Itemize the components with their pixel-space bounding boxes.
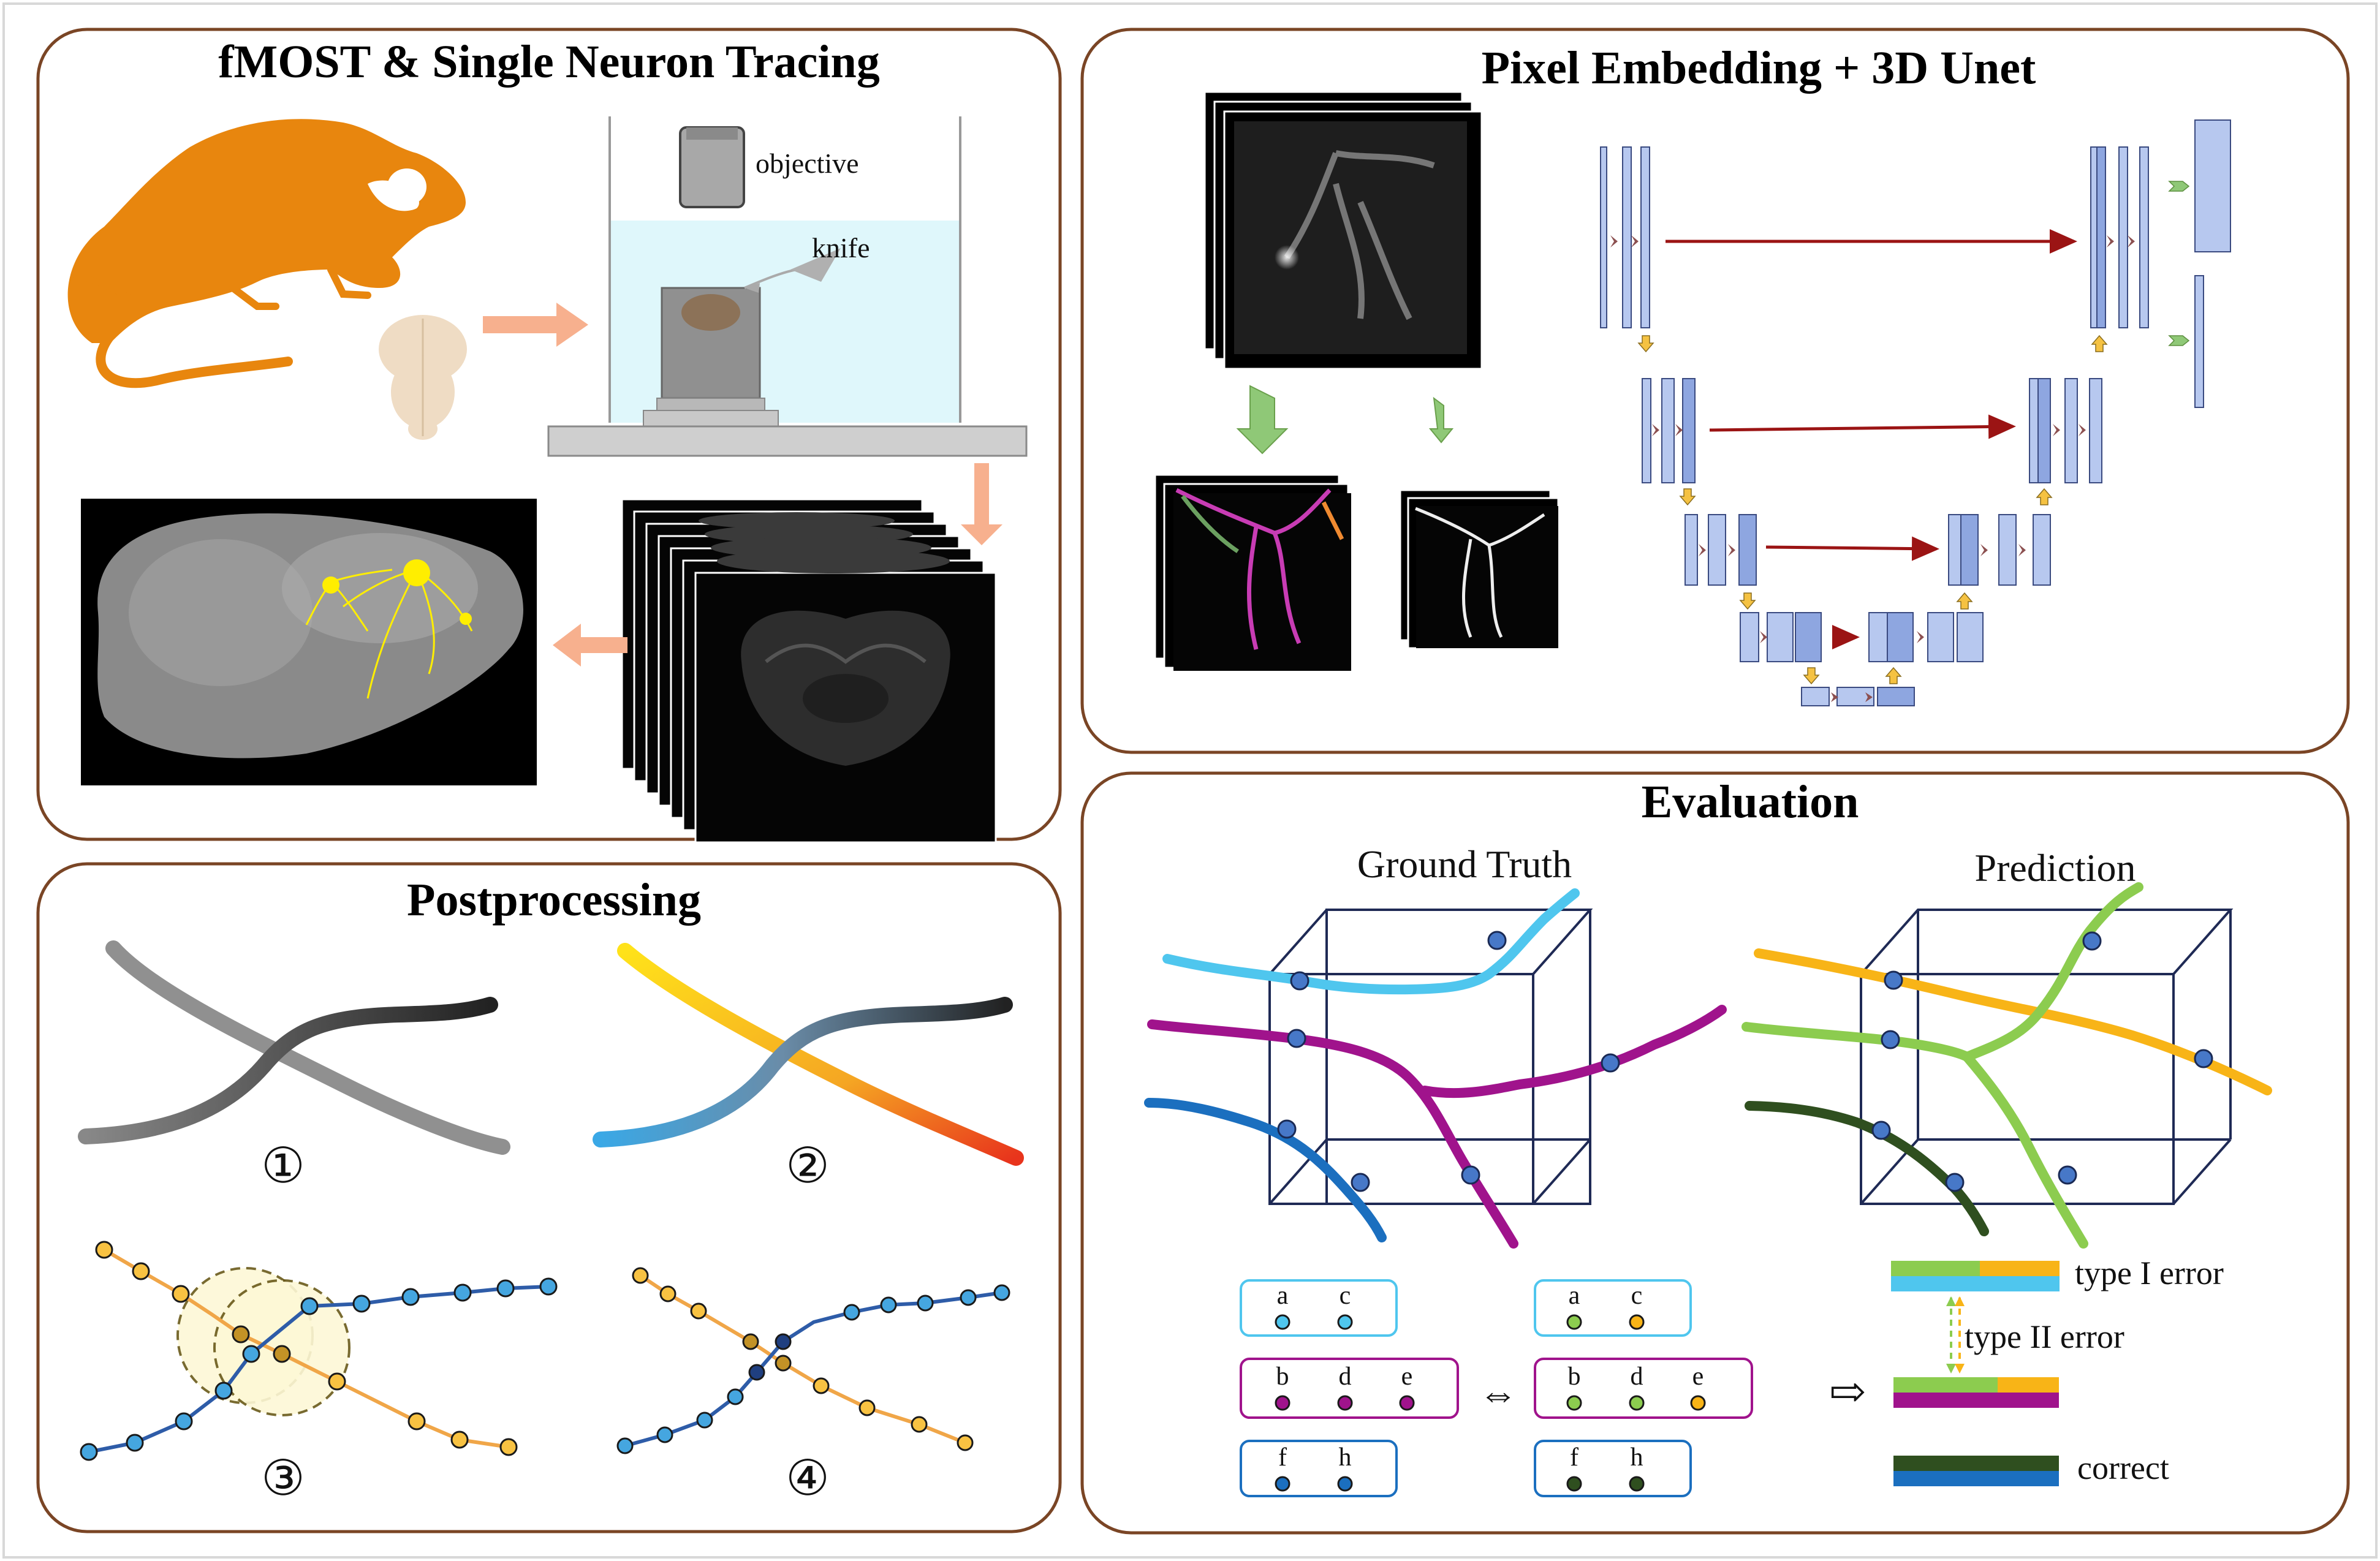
pred-group-2-d: d [1631,1363,1643,1391]
gt-group-1-c: c [1340,1282,1351,1310]
panel-unet: Pixel Embedding + 3D Unet [1080,28,2350,754]
pred-group-2-b: b [1568,1363,1581,1391]
gt-group-2-b: b [1276,1363,1289,1391]
panel-eval-title: Evaluation [1642,776,1859,828]
pred-group-2 [1534,1358,1753,1419]
gt-group-2 [1240,1358,1459,1419]
pred-groups: a c b d e f h [1534,1279,1753,1497]
post-step-4-label: ④ [786,1452,830,1506]
pred-group-3-h: h [1631,1443,1643,1472]
gt-group-3-h: h [1339,1443,1352,1472]
ground-truth-label: Ground Truth [1357,842,1572,886]
error-legend: type I error type II error correct [1891,1255,2224,1486]
panel-tracing-title: fMOST & Single Neuron Tracing [218,36,880,88]
stage-base [547,425,1028,457]
slice-stack [621,498,997,844]
post-step-4 [616,1267,1010,1454]
gt-group-3 [1240,1440,1398,1497]
brain-reconstruction-image [81,499,537,785]
implies-arrow-icon: ⇨ [1829,1367,1866,1416]
rat-illustration [67,119,466,388]
unet-diagram [1600,119,2231,706]
post-step-2 [593,943,1024,1166]
post-step-1-label: ① [261,1140,305,1193]
panel-post-title: Postprocessing [407,874,701,926]
gt-nodes [1277,931,1620,1192]
panel-tracing: fMOST & Single Neuron Tracing [36,28,1062,844]
type1-label: type I error [2075,1255,2224,1291]
gt-group-2-e: e [1401,1363,1413,1391]
panel-post: Postprocessing ① ② [36,862,1062,1533]
gt-group-2-d: d [1339,1363,1352,1391]
arrow-to-reconstruction-icon [553,624,627,667]
arrow-to-sectioning-icon [483,303,588,347]
panel-tracing-frame [36,28,1062,841]
rat-whiskers-icon [464,195,493,229]
pred-group-1-a: a [1569,1282,1580,1310]
pred-nodes [1871,931,2213,1192]
pred-group-1 [1534,1279,1692,1337]
objective-label: objective [756,148,859,179]
input-volume [1203,91,1483,370]
pred-group-2-e: e [1692,1363,1704,1391]
gt-neurons [1144,888,1727,1249]
pool-arrows-icon [1637,334,2108,685]
panel-unet-title: Pixel Embedding + 3D Unet [1482,42,2036,94]
brain-illustration [379,315,467,440]
panel-eval: Evaluation Ground Truth Prediction [1080,771,2350,1535]
post-step-1 [78,940,510,1155]
post-step-3-label: ③ [261,1452,305,1506]
correct-label: correct [2077,1450,2169,1486]
conv-chevrons-icon [1610,235,2135,702]
gt-group-3-f: f [1278,1443,1287,1472]
output-arrows-icon [1236,385,1454,455]
gt-group-1-a: a [1277,1282,1289,1310]
embedding-output [1154,474,1351,671]
fmost-apparatus: objective knife [547,116,1028,457]
panel-unet-frame [1080,28,2350,754]
binary-output [1399,489,1560,649]
rat-brain-marker-icon [368,180,419,211]
knife-icon [790,248,841,282]
post-step-3 [80,1241,558,1461]
gt-group-1 [1240,1279,1398,1337]
equivalence-symbol-icon: ⇔ [1479,1372,1518,1415]
pred-cube [1858,909,2234,1205]
head-arrows-icon [2168,181,2190,346]
skip-connections-icon [1666,229,2077,649]
gt-groups: a c b d e f h [1240,1279,1459,1497]
pred-group-3 [1534,1440,1692,1497]
type2-label: type II error [1965,1318,2124,1355]
arrow-to-slices-icon [961,463,1002,545]
pred-group-3-f: f [1570,1443,1578,1472]
prediction-label: Prediction [1974,846,2136,890]
pred-neurons [1741,882,2272,1249]
panel-post-frame [36,862,1062,1533]
gt-cube [1267,909,1593,1205]
post-step-2-label: ② [786,1140,830,1193]
knife-label: knife [812,232,870,263]
panel-eval-frame [1080,771,2350,1535]
pred-group-1-c: c [1631,1282,1643,1310]
